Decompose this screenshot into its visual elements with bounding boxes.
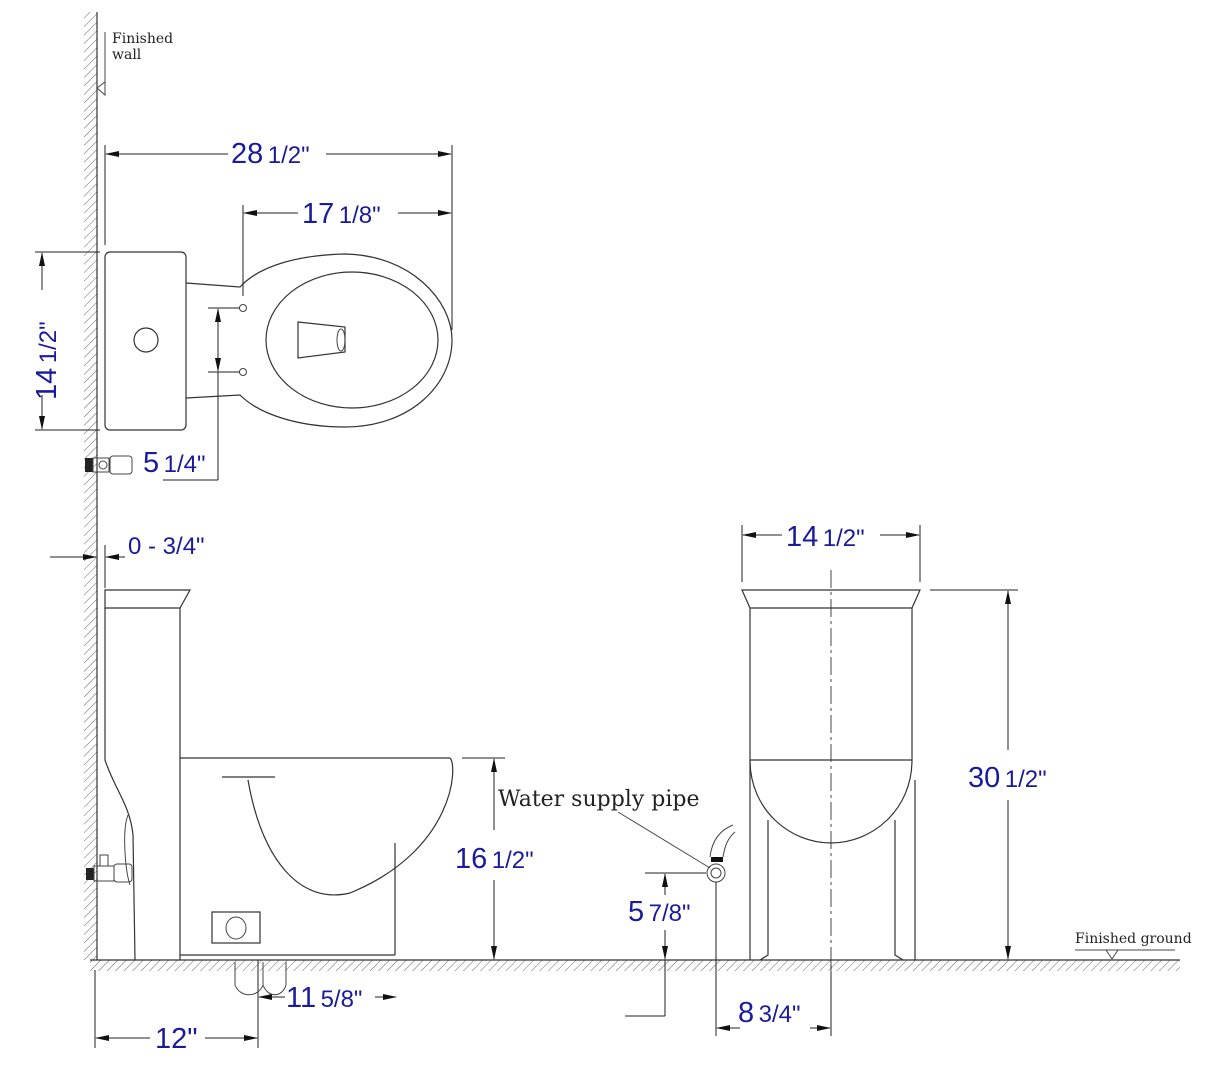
drain-outlet — [297, 321, 346, 359]
water-supply-pipe-icon — [706, 824, 736, 883]
dim-rough-in: 12" — [155, 1023, 198, 1055]
seat-hole — [239, 368, 247, 376]
dim-supply-height: 5 7/8" — [628, 896, 690, 928]
tank-back-profile — [104, 608, 136, 961]
dim-supply-offset-top: 5 1/4" — [143, 447, 205, 479]
finished-wall-text-2: wall — [112, 47, 142, 63]
dim-overall-length: 28 1/2" — [231, 138, 310, 170]
bowl-side — [247, 757, 454, 896]
side-view: 0 - 3/4" 16 1/2" 12" 11 5/8" Water suppl… — [50, 533, 832, 1055]
supply-valve-icon — [85, 455, 133, 475]
supply-valve-side-icon — [86, 854, 133, 883]
finished-wall-label: Finished wall — [96, 31, 173, 97]
water-supply-pipe-label: Water supply pipe — [498, 787, 700, 812]
finished-ground-label: Finished ground — [1075, 931, 1192, 947]
flush-button-icon — [133, 327, 159, 353]
bowl-outline — [185, 253, 453, 428]
dim-total-height: 30 1/2" — [968, 762, 1047, 794]
bowl-front — [749, 759, 913, 844]
dim-seat-length: 17 1/8" — [302, 198, 381, 230]
ground-marker-icon — [1105, 949, 1119, 960]
dim-front-width: 14 1/2" — [786, 521, 865, 553]
dim-top-width: 14 1/2" — [31, 321, 63, 400]
dim-wall-gap: 0 - 3/4" — [128, 533, 205, 560]
dim-bowl-height: 16 1/2" — [455, 843, 534, 875]
tank-top — [104, 251, 187, 431]
finished-floor — [90, 959, 1180, 971]
outlet-box — [211, 911, 261, 944]
dim-supply-center-offset: 8 3/4" — [738, 997, 800, 1029]
front-view: 14 1/2" 30 1/2" Finished ground — [741, 521, 1192, 975]
seat-hole — [239, 304, 247, 312]
finished-wall — [84, 12, 98, 960]
drain-pipe-icon — [234, 962, 287, 996]
top-view: 28 1/2" 17 1/8" 14 1/2" 5 1/4" — [31, 138, 453, 481]
bowl-inner — [265, 271, 439, 409]
tank-lid-side — [104, 589, 192, 609]
finished-wall-text: Finished — [112, 31, 173, 47]
dim-outlet-offset: 11 5/8" — [286, 982, 362, 1014]
